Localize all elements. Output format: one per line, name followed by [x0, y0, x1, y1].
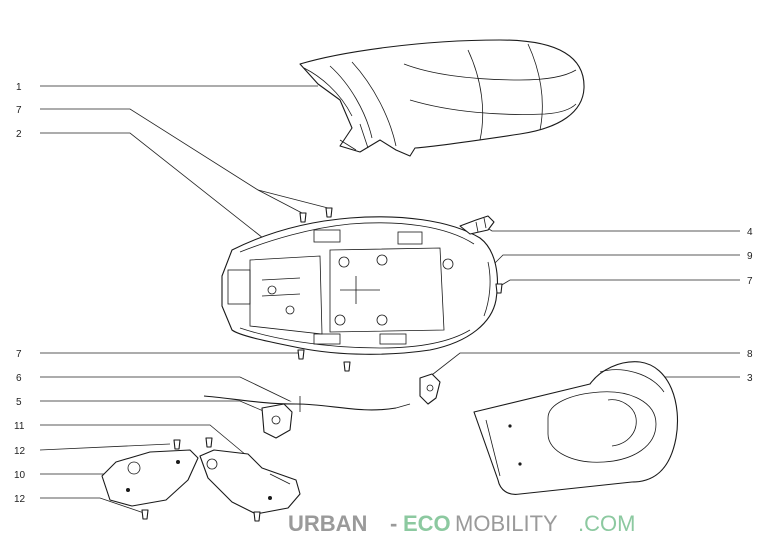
leader-12-top [39, 443, 171, 451]
latch-hole [426, 384, 434, 392]
callout-6: 6 [16, 373, 22, 384]
leader-12-bottom [40, 497, 145, 514]
screw-12 [141, 437, 261, 522]
mount-hole [334, 314, 346, 326]
latch-8-part [419, 373, 441, 405]
leader-6 [40, 376, 297, 405]
screw-7-left [297, 349, 351, 372]
seat-base-part [221, 216, 498, 355]
callout-5: 5 [16, 397, 22, 408]
watermark: URBAN - ECO MOBILITY .COM [288, 511, 635, 536]
seat-part [299, 39, 585, 157]
mount-hole [267, 285, 277, 295]
watermark-com: .COM [578, 511, 635, 536]
callout-1: 1 [16, 82, 22, 93]
side-cover-10-left [101, 449, 199, 507]
compartment-rivet [518, 462, 522, 466]
mount-hole [285, 305, 295, 315]
leader-4 [477, 221, 740, 232]
cover-rivet [126, 488, 130, 492]
callout-3: 3 [747, 373, 753, 384]
leader-8 [427, 352, 740, 379]
leader-9-a [493, 254, 740, 265]
callout-7-left: 7 [16, 349, 22, 360]
storage-compartment-3-part [473, 361, 679, 495]
slot [313, 229, 341, 243]
cover-rivet [268, 496, 272, 500]
callout-8: 8 [747, 349, 753, 360]
side-cover-11-right [199, 449, 301, 515]
leader-2 [40, 132, 269, 243]
callout-7-right: 7 [747, 276, 753, 287]
slot [379, 333, 407, 345]
callout-4: 4 [747, 227, 753, 238]
cover-hole [127, 461, 141, 475]
callout-9: 9 [747, 251, 753, 262]
bracket-4-part [459, 215, 495, 235]
callout-12-top: 12 [14, 446, 26, 457]
callout-10: 10 [14, 470, 26, 481]
callout-12-bottom: 12 [14, 494, 26, 505]
watermark-dash: - [390, 511, 397, 536]
mount-hole [442, 258, 454, 270]
cable-6-part [203, 395, 411, 412]
watermark-urban: URBAN [288, 511, 367, 536]
lock-cylinder [271, 415, 281, 425]
compartment-rivet [508, 424, 512, 428]
leader-7-right [499, 279, 740, 287]
leader-7-top-a [40, 108, 303, 214]
callout-11: 11 [14, 421, 25, 432]
watermark-mobility: MOBILITY [455, 511, 558, 536]
cover-hole [206, 458, 218, 470]
mount-hole [376, 314, 388, 326]
callout-2: 2 [16, 129, 22, 140]
screw-7-right [495, 283, 503, 294]
watermark-eco: ECO [403, 511, 451, 536]
lock-5-part [261, 403, 293, 439]
callout-7-top: 7 [16, 105, 22, 116]
slot [313, 333, 341, 345]
mount-hole [376, 254, 388, 266]
screw-7-top [299, 207, 333, 223]
leader-11 [40, 424, 253, 461]
cover-rivet [176, 460, 180, 464]
leader-7-top-b [257, 189, 329, 209]
mount-hole [338, 256, 350, 268]
slot [397, 231, 423, 245]
leader-5 [40, 400, 269, 414]
